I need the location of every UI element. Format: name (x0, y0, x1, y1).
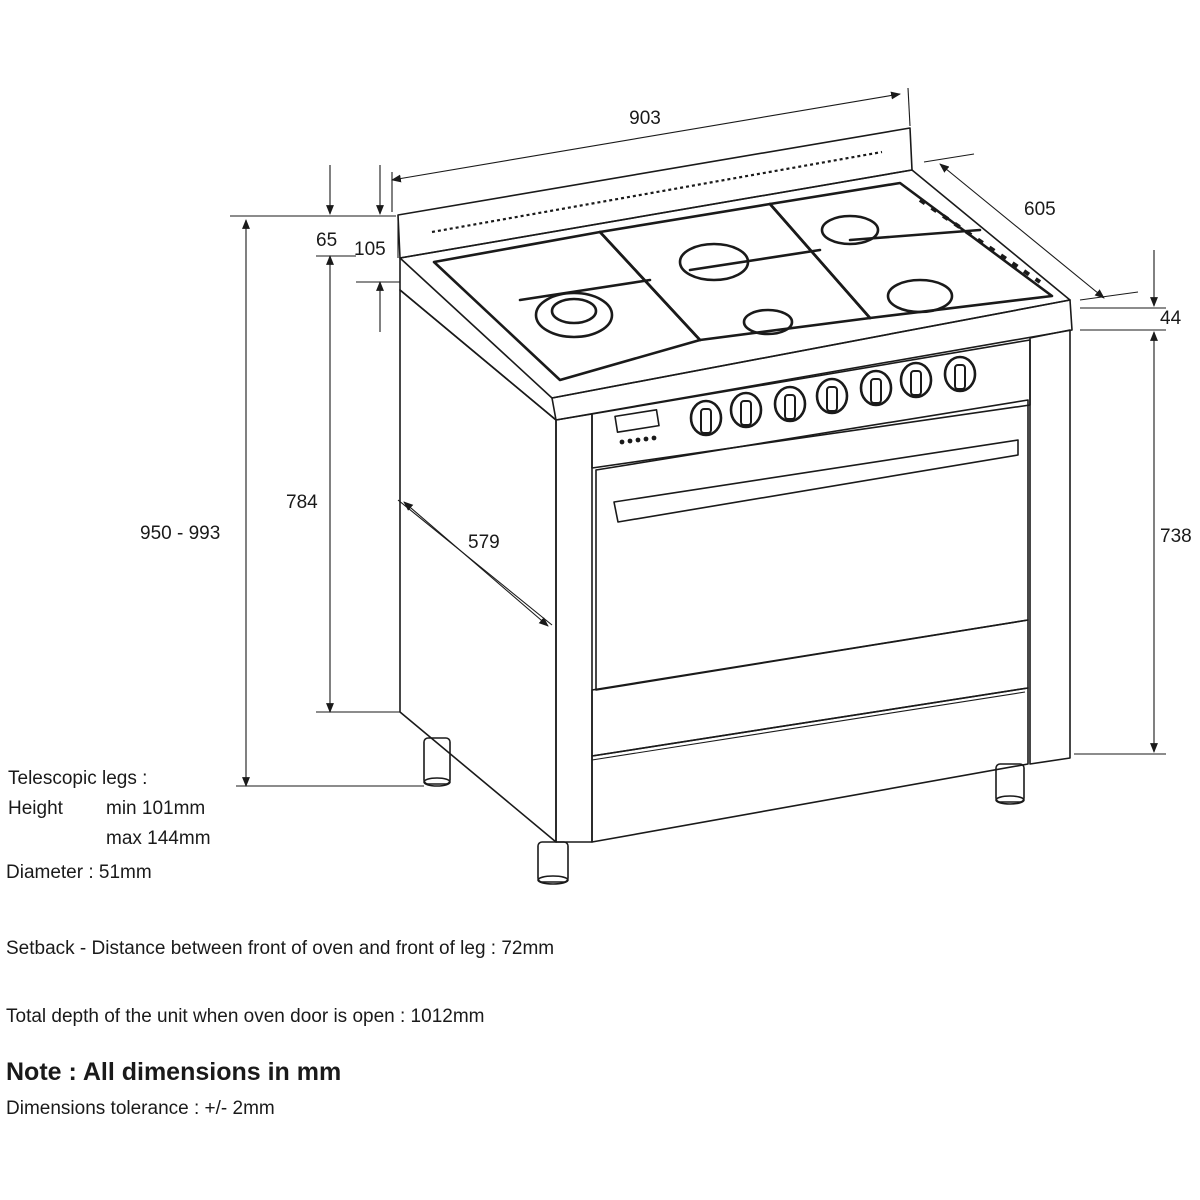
dimension-lines (230, 87, 1166, 787)
oven-door-upper (595, 399, 1029, 691)
control-panel (591, 339, 1031, 469)
telescopic-legs (423, 737, 1025, 885)
cooker-body (397, 127, 1073, 885)
front-left-pillar (555, 413, 593, 843)
label-worktop-height: 784 (286, 492, 318, 513)
label-depth: 605 (1024, 199, 1056, 220)
wok-burner (534, 291, 614, 339)
control-knob (689, 399, 723, 437)
control-knob (899, 361, 933, 399)
pan-supports (432, 181, 1054, 382)
label-side-depth: 579 (468, 532, 500, 553)
control-knob (729, 391, 763, 429)
backguard-vents (431, 150, 883, 234)
height-max: max 144mm (106, 828, 211, 849)
hob-front-edge (551, 299, 1073, 421)
label-width: 903 (629, 108, 661, 129)
label-hob-thickness: 44 (1160, 308, 1182, 329)
control-knob (815, 377, 849, 415)
oven-door-handle (613, 439, 1019, 523)
control-knob (773, 385, 807, 423)
dimensions-note: Note : All dimensions in mm (6, 1058, 342, 1086)
height-min: min 101mm (106, 798, 206, 819)
height-label: Height (8, 798, 63, 819)
setback: Setback - Distance between front of oven… (6, 938, 555, 959)
label-backguard-height: 65 (316, 230, 337, 251)
storage-drawer (591, 687, 1029, 843)
control-knobs (689, 355, 977, 437)
open-depth: Total depth of the unit when oven door i… (6, 1006, 485, 1027)
control-knob (859, 369, 893, 407)
front-right-pillar (1029, 329, 1071, 765)
side-vents (918, 198, 1042, 284)
legs-title: Telescopic legs : (8, 768, 148, 789)
diameter: Diameter : 51mm (6, 862, 152, 883)
display-buttons (619, 435, 657, 445)
label-total-height: 950 - 993 (140, 523, 220, 544)
gas-burners (534, 214, 954, 339)
oven-door-lower (591, 619, 1029, 757)
dimension-labels: 903 605 65 105 950 - 993 784 579 44 738 (140, 108, 1192, 553)
control-knob (943, 355, 977, 393)
label-front-height: 738 (1160, 526, 1192, 547)
tolerance: Dimensions tolerance : +/- 2mm (6, 1098, 275, 1119)
clock-display (614, 409, 660, 433)
label-backguard-total: 105 (354, 239, 386, 260)
